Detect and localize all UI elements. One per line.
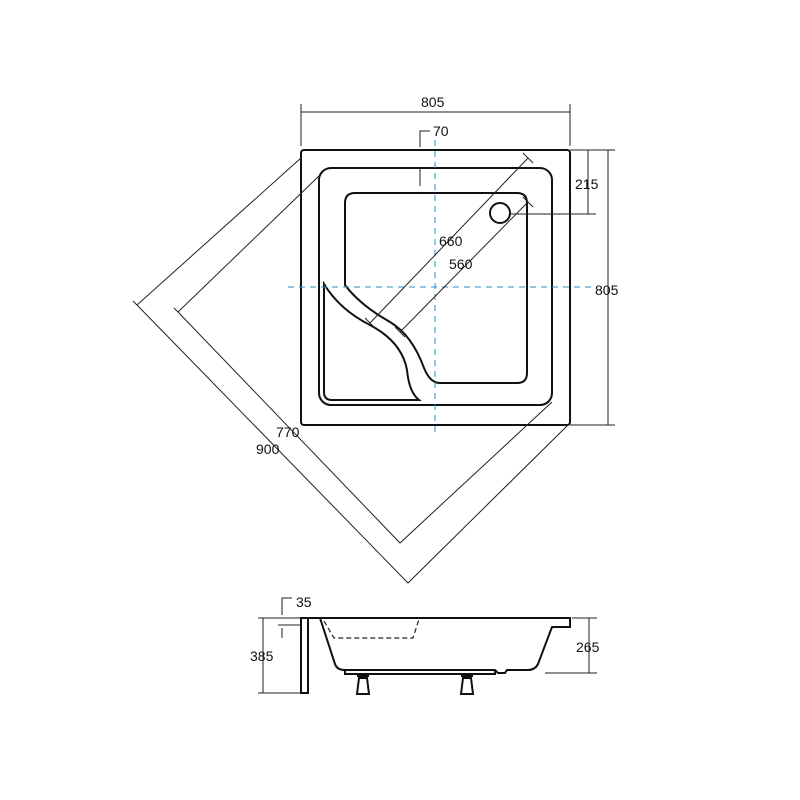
dim-215: 215 — [575, 176, 599, 192]
dim-900: 900 — [256, 441, 280, 457]
drain-icon — [489, 202, 511, 224]
dim-265: 265 — [576, 639, 600, 655]
leg-right — [459, 675, 475, 695]
dim-770: 770 — [276, 424, 300, 440]
side-view — [300, 617, 571, 695]
tub-profile — [301, 617, 571, 674]
dim-385: 385 — [250, 648, 274, 664]
dim-70: 70 — [433, 123, 449, 139]
inner-seat-hidden — [323, 618, 420, 639]
dim-805-top: 805 — [421, 94, 445, 110]
dim-660: 660 — [439, 233, 463, 249]
seat-outline — [323, 280, 422, 401]
basin-outline — [344, 192, 528, 384]
dimensions-top: 805 70 805 215 660 560 770 900 — [132, 94, 619, 584]
leg-left — [355, 675, 371, 695]
dim-805-right: 805 — [595, 282, 619, 298]
dimensions-side: 385 35 265 — [250, 594, 600, 694]
dim-35: 35 — [296, 594, 312, 610]
dim-560: 560 — [449, 256, 473, 272]
front-panel — [300, 617, 309, 694]
top-view — [288, 140, 592, 432]
